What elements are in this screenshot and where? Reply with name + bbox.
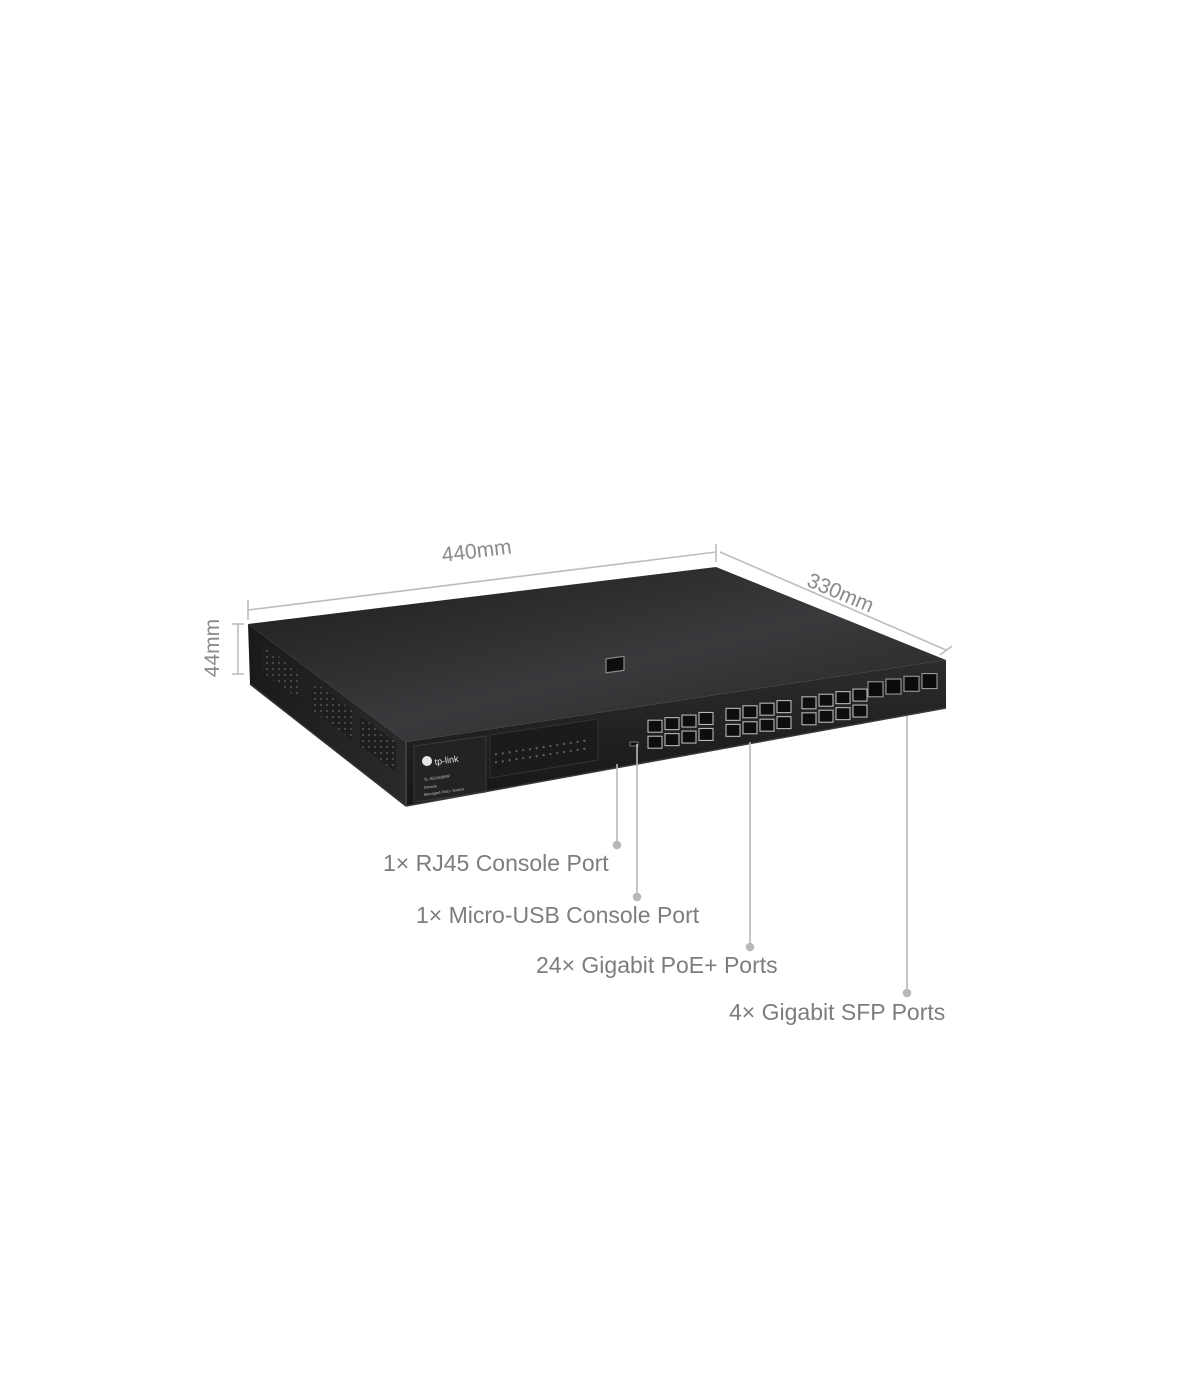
rj45-port	[801, 712, 817, 726]
leader-dot	[745, 942, 755, 952]
rj45-port	[681, 730, 697, 744]
led-indicator	[501, 752, 504, 755]
rj45-port	[742, 721, 758, 735]
status-leds	[494, 739, 586, 764]
switch-chassis: tp-link TL-SG3428MP Omada Managed PoE+ S…	[248, 567, 947, 807]
sfp-port	[867, 681, 884, 698]
rj45-port	[852, 704, 868, 718]
led-indicator	[569, 741, 572, 745]
led-indicator	[549, 744, 552, 748]
led-indicator	[583, 747, 586, 751]
rj45-port	[647, 735, 663, 749]
led-indicator	[522, 748, 525, 752]
height-dimension-label: 44mm	[201, 618, 225, 678]
width-dimension-line	[247, 551, 717, 611]
callout-leaders	[612, 716, 912, 998]
description-text: Managed PoE+ Switch	[423, 786, 464, 797]
leader-dot	[612, 840, 622, 850]
led-indicator	[583, 739, 586, 743]
led-indicator	[569, 749, 572, 753]
led-indicator	[494, 753, 498, 756]
led-indicator	[528, 755, 532, 759]
rj45-port	[801, 696, 817, 710]
rj45-port	[835, 691, 851, 705]
callout-gigabit-sfp-ports: 4× Gigabit SFP Ports	[729, 999, 946, 1025]
led-panel	[489, 718, 599, 779]
led-indicator	[542, 745, 545, 749]
rj45-port	[776, 716, 792, 730]
led-indicator	[556, 743, 559, 747]
series-text: Omada	[423, 783, 437, 790]
side-vent	[360, 716, 396, 772]
led-indicator	[515, 758, 518, 761]
gigabit-poe-ports	[647, 688, 868, 749]
sfp-port	[903, 675, 920, 692]
led-indicator	[562, 750, 566, 754]
rj45-port	[742, 705, 758, 719]
rj45-port	[664, 733, 680, 747]
rj45-port	[759, 702, 775, 716]
callout-rj45-console-port: 1× RJ45 Console Port	[383, 850, 609, 876]
led-indicator	[515, 750, 518, 753]
rj45-console-port	[605, 655, 625, 674]
rj45-port	[818, 693, 834, 707]
brand-logo-text: tp-link	[434, 754, 460, 767]
led-indicator	[508, 759, 511, 762]
led-indicator	[556, 751, 559, 755]
rj45-port	[725, 723, 741, 737]
side-vent	[312, 680, 352, 740]
rj45-port	[647, 719, 663, 733]
led-indicator	[549, 752, 552, 756]
sfp-port	[885, 678, 902, 695]
led-indicator	[535, 754, 538, 758]
rj45-port	[725, 707, 741, 721]
callout-gigabit-poe-ports: 24× Gigabit PoE+ Ports	[536, 952, 778, 978]
led-indicator	[522, 756, 525, 760]
led-indicator	[576, 740, 579, 744]
rj45-port	[776, 700, 792, 714]
led-indicator	[542, 753, 545, 757]
side-vent	[262, 644, 300, 700]
sfp-ports	[867, 673, 938, 698]
rj45-port	[852, 688, 868, 702]
led-indicator	[576, 748, 579, 752]
rj45-port	[698, 711, 714, 726]
sfp-port	[921, 673, 938, 690]
callout-micro-usb-console-port: 1× Micro-USB Console Port	[416, 902, 700, 928]
dimension-lines	[232, 544, 953, 675]
led-indicator	[528, 747, 532, 751]
model-text: TL-SG3428MP	[423, 773, 450, 782]
depth-dimension-line	[719, 551, 947, 651]
rj45-port	[681, 714, 697, 728]
rj45-port	[818, 709, 834, 723]
led-indicator	[494, 761, 498, 764]
leader-dot	[632, 892, 642, 902]
rj45-port	[664, 717, 680, 731]
chassis-top	[248, 567, 946, 742]
led-indicator	[508, 751, 511, 754]
led-indicator	[562, 742, 566, 746]
led-indicator	[535, 746, 538, 750]
rj45-port	[759, 718, 775, 732]
rj45-port	[835, 707, 851, 721]
rj45-port	[698, 727, 714, 742]
tp-link-logo-icon	[422, 756, 432, 766]
led-indicator	[501, 760, 504, 763]
micro-usb-console-port	[629, 741, 639, 747]
leader-dot	[902, 988, 912, 998]
